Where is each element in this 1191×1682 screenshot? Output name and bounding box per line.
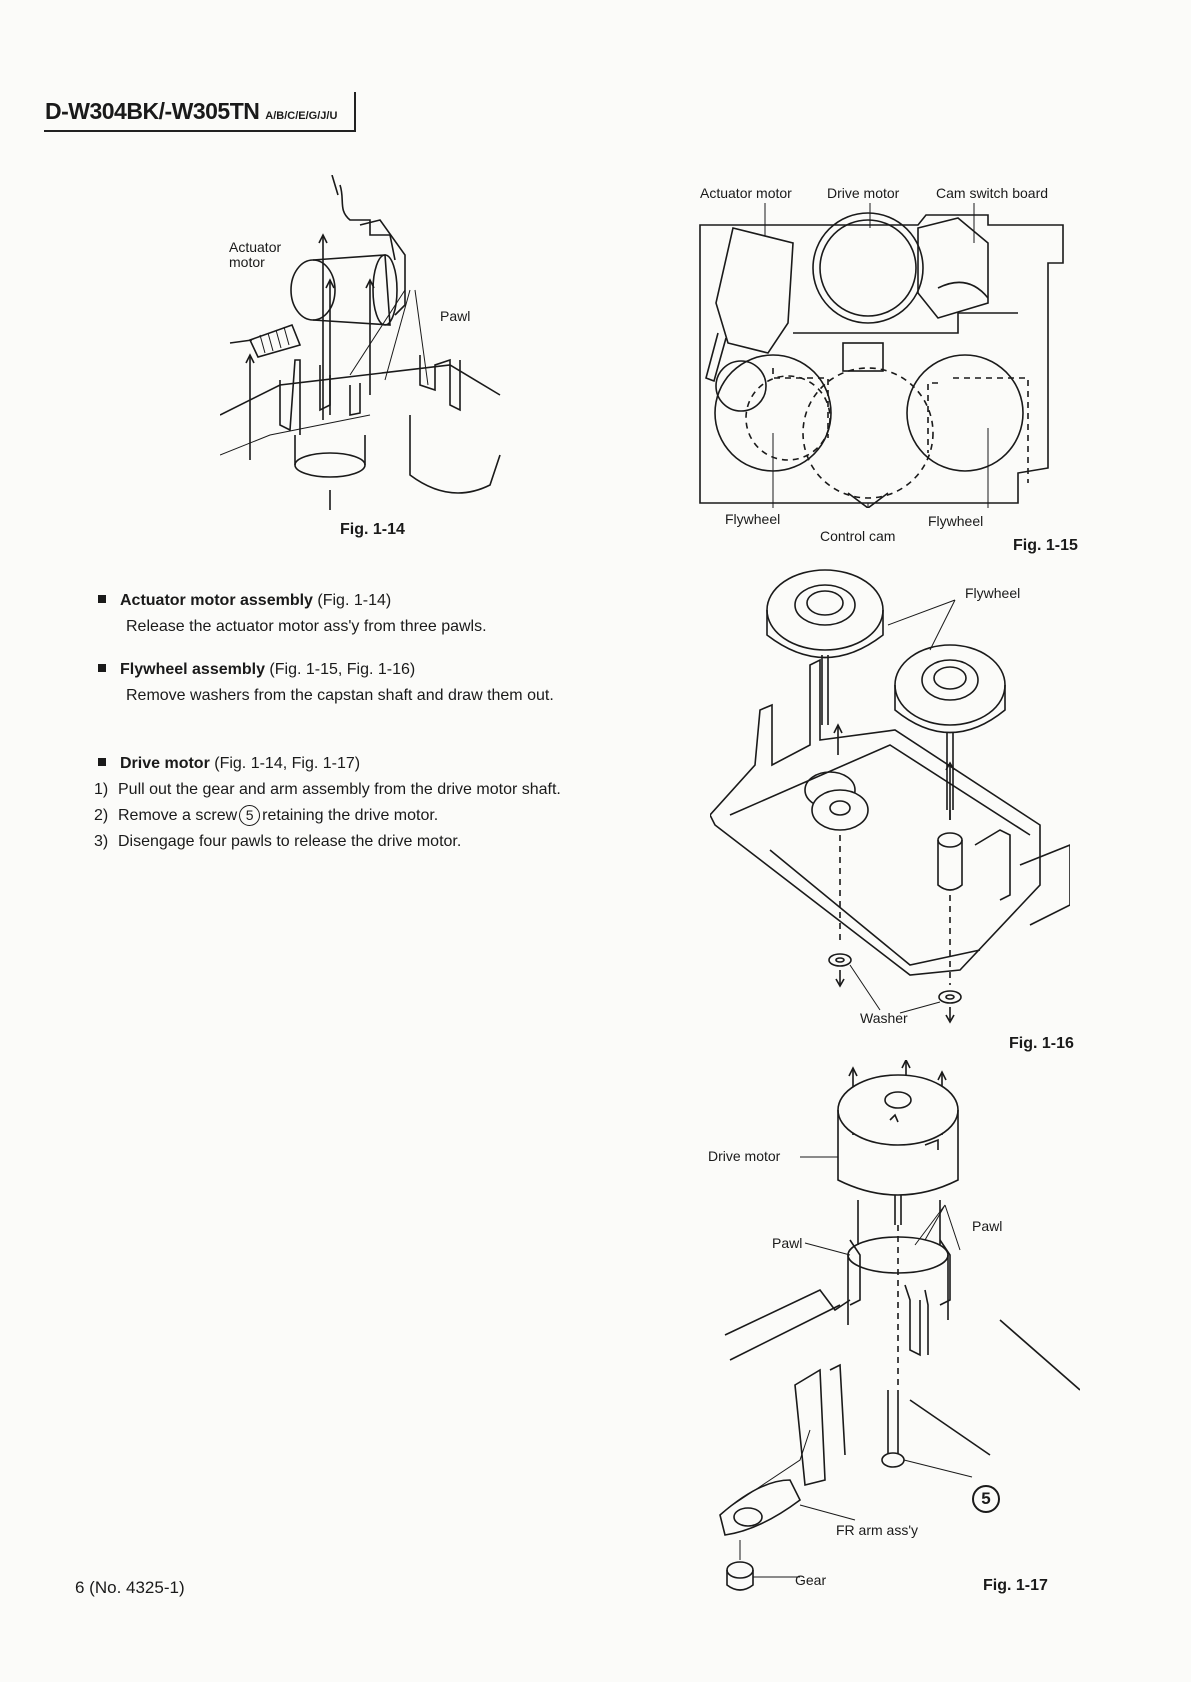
document-header: D-W304BK/-W305TN A/B/C/E/G/J/U (45, 98, 337, 125)
section-drive-motor: Drive motor (Fig. 1-14, Fig. 1-17) 1) Pu… (94, 751, 598, 855)
fig15-flywheel-right-label: Flywheel (928, 513, 984, 529)
fig15-control-cam-label: Control cam (820, 528, 896, 544)
bullet-icon (98, 595, 106, 603)
fig15-actuator-motor-label: Actuator motor (700, 185, 792, 201)
bullet-icon (98, 664, 106, 672)
section-ref: (Fig. 1-15, Fig. 1-16) (269, 661, 416, 678)
section-ref: (Fig. 1-14, Fig. 1-17) (214, 755, 361, 772)
step-text: Disengage four pawls to release the driv… (118, 833, 462, 850)
step-text: Pull out the gear and arm assembly from … (118, 781, 561, 798)
section-title: Drive motor (120, 755, 210, 772)
section-flywheel: Flywheel assembly (Fig. 1-15, Fig. 1-16)… (98, 657, 598, 709)
fig-1-14-drawing (220, 175, 501, 510)
step-text-post: retaining the drive motor. (262, 807, 439, 824)
model-title: D-W304BK/-W305TN (45, 98, 260, 124)
bullet-icon (98, 758, 106, 766)
fig17-screw-callout: 5 (972, 1485, 1000, 1513)
step-number: 2) (94, 807, 109, 824)
fig15-drive-motor-label: Drive motor (827, 185, 900, 201)
section-title: Flywheel assembly (120, 661, 265, 678)
header-rule-horizontal (44, 130, 355, 132)
screw-number-badge: 5 (239, 805, 261, 826)
fig15-caption: Fig. 1-15 (1013, 537, 1078, 554)
fig17-caption: Fig. 1-17 (983, 1577, 1048, 1594)
fig14-pawl-label: Pawl (440, 308, 471, 324)
fig16-flywheel-label: Flywheel (965, 585, 1021, 601)
step-1: 1) Pull out the gear and arm assembly fr… (94, 777, 598, 803)
fig-1-17-drawing (719, 1060, 1080, 1591)
fig-1-15-drawing (699, 203, 1064, 508)
section-actuator-motor: Actuator motor assembly (Fig. 1-14) Rele… (98, 588, 598, 640)
fig17-fr-arm-label: FR arm ass'y (836, 1522, 919, 1538)
fig16-washer-label: Washer (860, 1010, 908, 1026)
fig17-gear-label: Gear (795, 1572, 827, 1588)
step-number: 1) (94, 781, 109, 798)
fig14-caption: Fig. 1-14 (340, 521, 405, 538)
step-number: 3) (94, 833, 109, 850)
fig14-actuator-label-line2: motor (229, 254, 265, 270)
fig15-cam-switch-board-label: Cam switch board (936, 185, 1049, 201)
section-title: Actuator motor assembly (120, 592, 313, 609)
section-ref: (Fig. 1-14) (317, 592, 392, 609)
step-3: 3) Disengage four pawls to release the d… (94, 829, 598, 855)
fig16-caption: Fig. 1-16 (1009, 1035, 1074, 1052)
fig14-actuator-label: Actuator motor (229, 240, 281, 270)
model-suffix: A/B/C/E/G/J/U (265, 110, 338, 122)
step-text-pre: Remove a screw (118, 807, 238, 824)
fig-1-16-drawing (710, 569, 1070, 1024)
header-rule-vertical (354, 92, 356, 132)
fig17-pawl-left-label: Pawl (772, 1235, 803, 1251)
fig14-actuator-label-line1: Actuator (229, 239, 282, 255)
page-footer: 6 (No. 4325-1) (75, 1578, 185, 1597)
fig15-flywheel-left-label: Flywheel (725, 511, 781, 527)
fig17-drive-motor-label: Drive motor (708, 1148, 781, 1164)
section-body: Remove washers from the capstan shaft an… (126, 687, 554, 704)
fig17-pawl-right-label: Pawl (972, 1218, 1003, 1234)
section-body: Release the actuator motor ass'y from th… (126, 618, 487, 635)
